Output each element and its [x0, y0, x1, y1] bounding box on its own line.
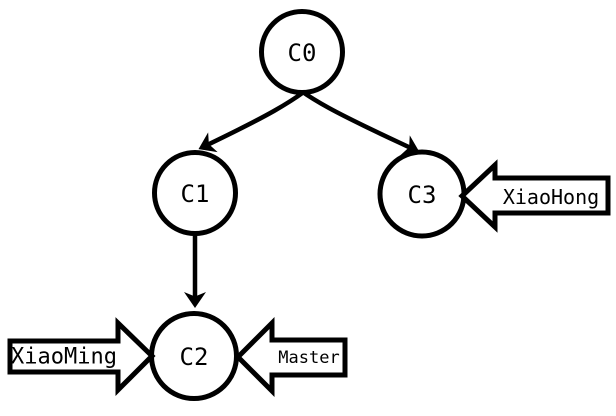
pointer-master-label: Master: [278, 348, 339, 368]
node-c1: C1: [152, 150, 238, 236]
node-c1-label: C1: [181, 180, 210, 208]
node-c0-circle: [259, 9, 345, 95]
pointer-xiaohong-arrow-shape: [458, 159, 611, 233]
node-c0: C0: [259, 9, 345, 95]
node-c0-label: C0: [288, 39, 317, 67]
pointer-master-arrow-shape: [234, 316, 348, 398]
node-c3: C3: [377, 149, 467, 239]
pointer-xiaohong-label: XiaoHong: [503, 185, 599, 209]
pointer-xiaoming-arrow-shape: [7, 317, 156, 397]
pointer-master: Master: [234, 316, 348, 398]
node-c3-label: C3: [408, 181, 437, 209]
node-c2-label: C2: [180, 343, 209, 371]
pointer-xiaohong: XiaoHong: [458, 159, 611, 233]
node-c1-circle: [152, 150, 238, 236]
node-c2: C2: [149, 311, 239, 401]
pointer-xiaoming-label: XiaoMing: [11, 345, 117, 370]
pointer-xiaoming: XiaoMing: [7, 317, 156, 397]
